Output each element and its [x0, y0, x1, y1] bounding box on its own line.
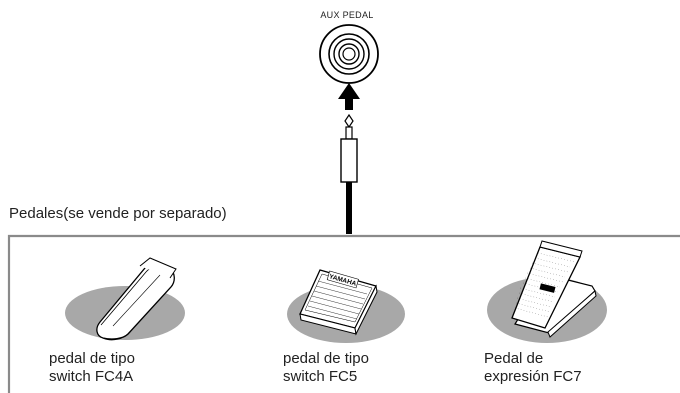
fc7-label-line1: Pedal de: [484, 350, 544, 367]
fc7-expression-pedal-icon: [487, 240, 607, 343]
pedals-section-frame: [7, 234, 680, 393]
fc5-label-line1: pedal de tipo: [283, 350, 369, 367]
plug-tip-icon: [344, 113, 354, 129]
pedals-section-title: Pedales(se vende por separado): [9, 205, 227, 222]
fc5-pedal-icon: YAMAHA: [287, 269, 405, 343]
fc7-label-line2: expresión FC7: [484, 368, 582, 385]
fc5-pedal-label: pedal de tipo switch FC5: [283, 350, 369, 386]
fc4a-label-line1: pedal de tipo: [49, 350, 135, 367]
plug-neck: [345, 126, 353, 140]
aux-pedal-label: AUX PEDAL: [320, 10, 374, 20]
fc5-label-line2: switch FC5: [283, 368, 358, 385]
arrow-up-icon: [338, 83, 360, 110]
plug-body: [340, 138, 358, 183]
fc7-pedal-label: Pedal de expresión FC7: [484, 350, 582, 386]
fc4a-pedal-label: pedal de tipo switch FC4A: [49, 350, 135, 386]
fc4a-label-line2: switch FC4A: [49, 368, 134, 385]
fc4a-pedal-icon: [65, 257, 185, 341]
aux-pedal-jack-icon: [319, 24, 379, 84]
pedal-cable: [346, 182, 352, 234]
